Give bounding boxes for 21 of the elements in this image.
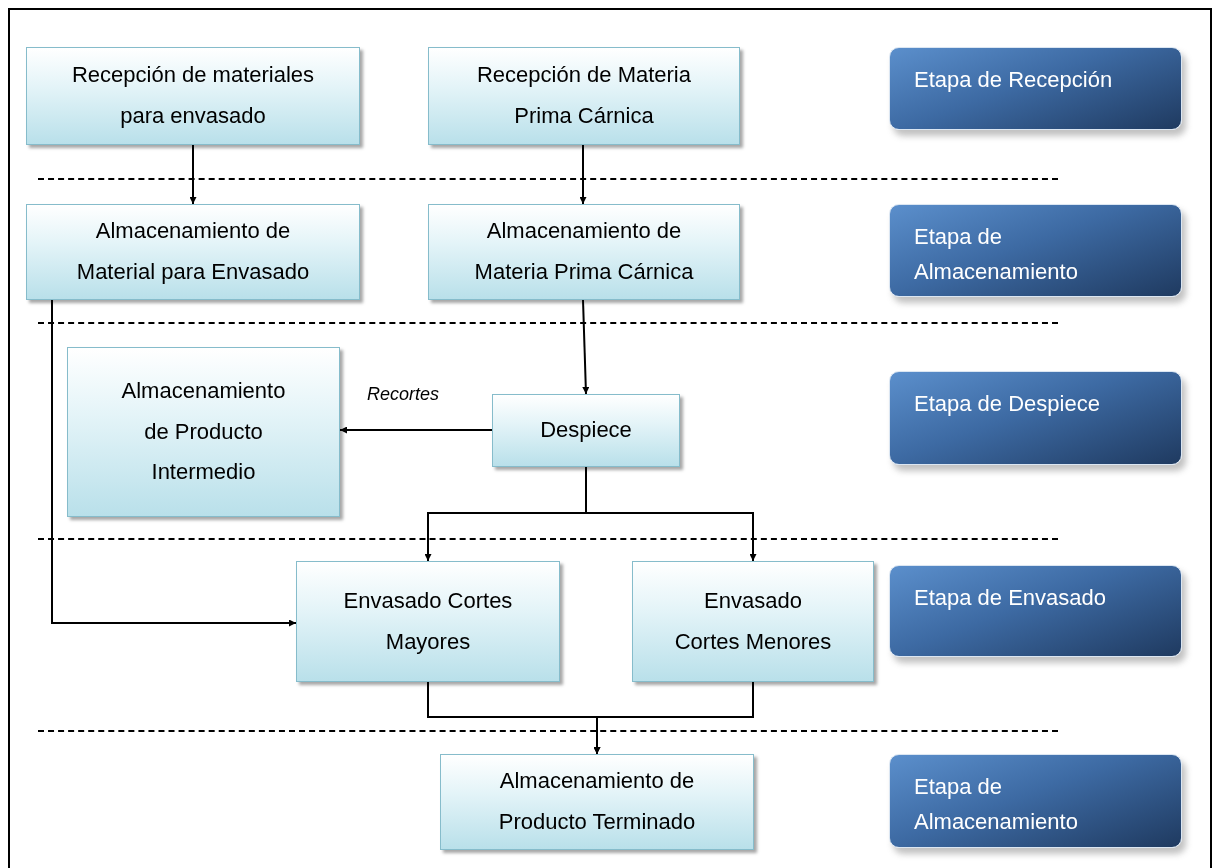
stage-box: Etapa de Almacenamiento (889, 204, 1182, 297)
process-box: Almacenamiento de Producto Terminado (440, 754, 754, 850)
arrow (582, 299, 590, 395)
stage-box: Etapa de Recepción (889, 47, 1182, 130)
stage-box: Etapa de Almacenamiento (889, 754, 1182, 848)
arrow (51, 299, 297, 627)
stage-box: Etapa de Despiece (889, 371, 1182, 465)
process-box: Envasado Cortes Mayores (296, 561, 560, 682)
process-box: Almacenamiento de Materia Prima Cárnica (428, 204, 740, 300)
arrow (189, 144, 197, 205)
process-box: Almacenamiento de Material para Envasado (26, 204, 360, 300)
stage-box: Etapa de Envasado (889, 565, 1182, 657)
arrow (579, 144, 587, 205)
process-box: Despiece (492, 394, 680, 467)
arrow (339, 426, 493, 434)
process-box: Envasado Cortes Menores (632, 561, 874, 682)
arrow (593, 681, 754, 755)
process-box: Almacenamiento de Producto Intermedio (67, 347, 340, 517)
process-box: Recepción de Materia Prima Cárnica (428, 47, 740, 145)
process-box: Recepción de materiales para envasado (26, 47, 360, 145)
arrow (585, 466, 757, 562)
